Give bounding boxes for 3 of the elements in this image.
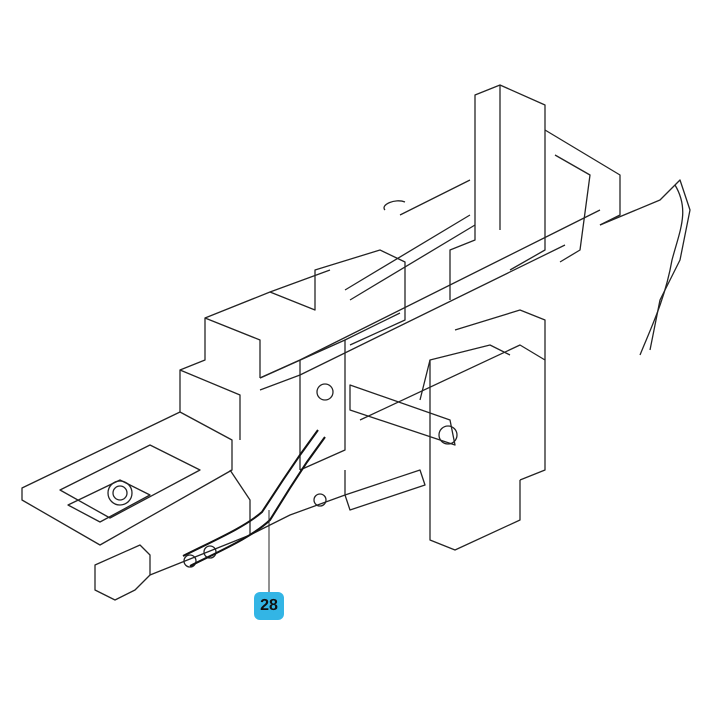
hose-part (182, 429, 326, 567)
callout-number: 28 (254, 592, 284, 620)
leader-line (268, 510, 270, 592)
